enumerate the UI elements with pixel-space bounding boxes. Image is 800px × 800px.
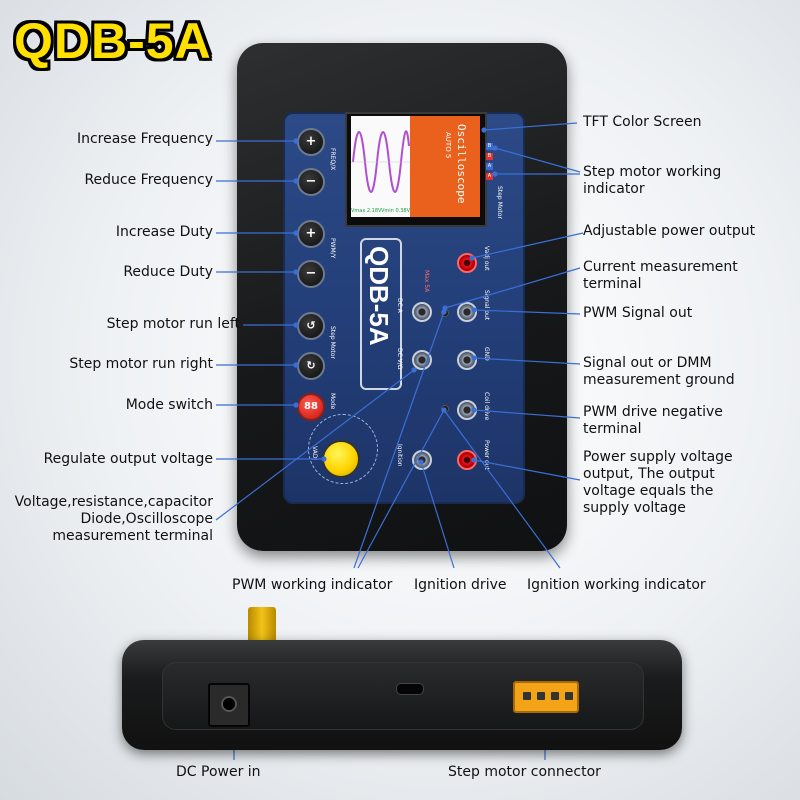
signal-out-jack[interactable] <box>457 302 477 322</box>
dc-power-hole <box>221 696 237 712</box>
step-motor-leds: B B A A <box>486 143 510 183</box>
waveform-area <box>351 116 411 217</box>
callout-pwm-negative-line1: PWM drive negative <box>583 404 723 420</box>
callout-current-terminal: Current measurement terminal <box>583 259 738 293</box>
callout-step-indicator-line2: indicator <box>583 181 645 197</box>
dc-power-port[interactable] <box>208 683 250 727</box>
callout-step-indicator: Step motor working indicator <box>583 164 721 198</box>
gnd-jack[interactable] <box>457 350 477 370</box>
callout-power-supply: Power supply voltage output, The output … <box>583 449 733 517</box>
dc-a-jack[interactable] <box>412 302 432 322</box>
callout-reduce-duty: Reduce Duty <box>123 264 213 280</box>
callout-increase-duty: Increase Duty <box>115 224 213 240</box>
dc-v-ohm-jack[interactable] <box>412 350 432 370</box>
brand-plate: QDB-5A <box>360 238 402 390</box>
reduce-duty-button[interactable]: − <box>297 260 325 288</box>
callout-power-supply-line3: voltage equals the <box>583 483 714 499</box>
usb-port[interactable] <box>396 683 424 695</box>
waveform-graphic <box>351 130 411 193</box>
mode-switch-button[interactable]: 88 <box>297 393 325 421</box>
step-motor-left-button[interactable]: ↺ <box>297 312 325 340</box>
voltage-dial-scale <box>308 414 378 484</box>
step-led-3: A <box>486 163 493 170</box>
screen-readings: Vmax 2.18V Vmin 0.38V <box>351 208 411 218</box>
callout-current-line2: terminal <box>583 276 642 292</box>
callout-signal-ground: Signal out or DMM measurement ground <box>583 355 735 389</box>
callout-measurement-terminal: Voltage,resistance,capacitor Diode,Oscil… <box>10 494 213 545</box>
callout-measurement-line1: Voltage,resistance,capacitor <box>14 494 213 510</box>
step-led-1: B <box>486 143 493 150</box>
callout-step-left: Step motor run left <box>106 316 240 332</box>
callout-mode-switch: Mode switch <box>125 397 213 413</box>
reading-vmax: Vmax 2.18V <box>351 208 382 214</box>
callout-power-supply-line4: supply voltage <box>583 500 686 516</box>
callout-pwm-negative-line2: terminal <box>583 421 642 437</box>
connector-pin-4 <box>565 692 573 700</box>
product-title: QDB-5A <box>14 13 212 69</box>
callout-pwm-indicator: PWM working indicator <box>232 577 393 593</box>
label-step-motor-connector: Step motor connector <box>448 764 601 780</box>
increase-frequency-button[interactable]: + <box>297 128 325 156</box>
callout-step-right: Step motor run right <box>69 356 213 372</box>
callout-signal-ground-line1: Signal out or DMM <box>583 355 712 371</box>
callout-measurement-line2: Diode,Oscilloscope <box>80 511 214 527</box>
connector-pin-1 <box>523 692 531 700</box>
callout-power-supply-line1: Power supply voltage <box>583 449 733 465</box>
callout-signal-ground-line2: measurement ground <box>583 372 735 388</box>
callout-regulate-voltage: Regulate output voltage <box>43 451 213 467</box>
connector-pin-3 <box>551 692 559 700</box>
step-motor-connector[interactable] <box>513 681 579 713</box>
label-dc-power-in: DC Power in <box>176 764 261 780</box>
step-led-4: A <box>486 173 493 180</box>
callout-adjustable-power: Adjustable power output <box>583 223 756 239</box>
callout-pwm-signal: PWM Signal out <box>583 305 693 321</box>
callout-measurement-line3: measurement terminal <box>52 528 213 544</box>
reduce-frequency-button[interactable]: − <box>297 168 325 196</box>
step-led-2: B <box>486 153 493 160</box>
callout-increase-frequency: Increase Frequency <box>76 131 213 147</box>
step-motor-right-button[interactable]: ↻ <box>297 352 325 380</box>
connector-pin-2 <box>537 692 545 700</box>
callout-step-indicator-line1: Step motor working <box>583 164 722 180</box>
mode-tag: Oscilloscope AUTO 5 <box>410 116 480 217</box>
reading-vmin: Vmin 0.38V <box>381 208 410 214</box>
callout-pwm-negative: PWM drive negative terminal <box>583 404 723 438</box>
callout-tft-screen: TFT Color Screen <box>583 114 702 130</box>
callout-reduce-frequency: Reduce Frequency <box>84 172 213 188</box>
callout-current-line1: Current measurement <box>583 259 738 275</box>
callout-ignition-indicator: Ignition working indicator <box>527 577 706 593</box>
callout-power-supply-line2: output, The output <box>583 466 715 482</box>
callout-ignition-drive: Ignition drive <box>414 577 507 593</box>
